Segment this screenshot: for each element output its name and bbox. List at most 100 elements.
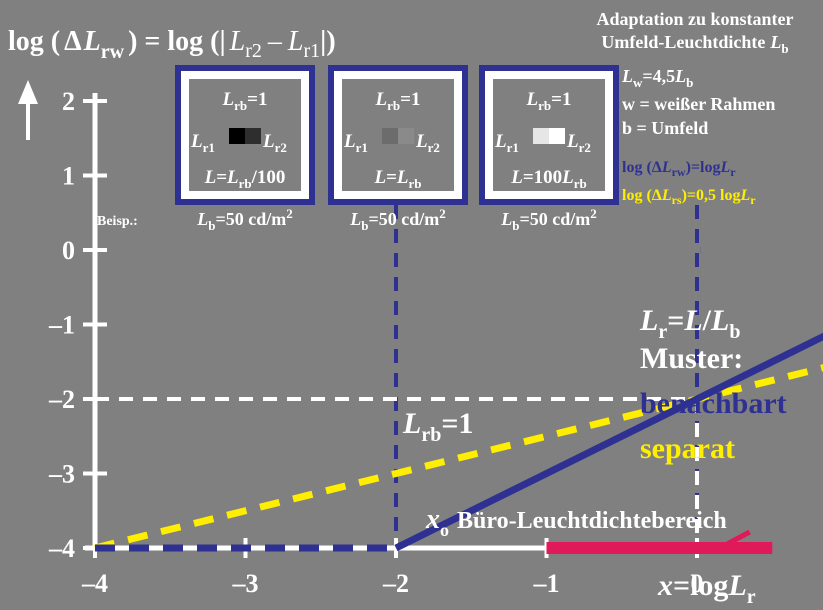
y-tick-label: –1 <box>48 311 75 340</box>
legend-lw-text: =4,5 <box>642 66 675 86</box>
legend-rs-mid: )=0,5 log <box>682 187 741 204</box>
reference-lines <box>95 205 699 548</box>
xaxis-L: L <box>727 569 746 602</box>
lrb-sub: rb <box>421 424 441 446</box>
header-line2-sub: b <box>781 41 788 56</box>
panel-r2-L: L <box>262 131 275 152</box>
legend-rs-sub: rs <box>672 193 682 207</box>
panel-r1-L: L <box>494 131 507 152</box>
y-tick-label: 1 <box>62 162 75 191</box>
legend-lw-sub: w <box>633 75 643 90</box>
panel-patch-r1 <box>229 128 245 144</box>
panel-rb-sub: rb <box>538 98 551 113</box>
lr-sub3: b <box>729 321 740 343</box>
panel-eq-main: = <box>216 167 227 188</box>
header-line2-text: Umfeld-Leuchtdichte <box>601 32 765 52</box>
legend-rw: log (ΔLrw)=logLr <box>622 159 736 179</box>
panel-r2-text: Lr2 <box>415 131 440 155</box>
panel-lb-text: Lb=50 cd/m2 <box>349 206 446 233</box>
lr-slash: / <box>702 304 712 337</box>
legend-lw-L2: L <box>674 66 686 86</box>
panel-r2-sub: r2 <box>275 140 287 155</box>
panel-r1-sub: r1 <box>356 140 368 155</box>
legend-rs-sub2: r <box>750 193 756 207</box>
panel-lb-L: L <box>349 209 361 229</box>
panel-eq-L2: L <box>561 167 574 188</box>
header-line1: Adaptation zu konstanter <box>596 9 793 29</box>
legend-rs: log (ΔLrs)=0,5 logLr <box>622 187 756 207</box>
lr-L: L <box>639 304 658 337</box>
lr-L3: L <box>710 304 729 337</box>
x-tick-label: –4 <box>81 569 108 598</box>
panel-eq-sub: rb <box>409 176 422 191</box>
panel-rb-L: L <box>526 89 539 110</box>
panel-eq-L: L <box>373 167 386 188</box>
panel-lb-sub: b <box>208 218 215 233</box>
panel-lb-L: L <box>196 209 208 229</box>
panel-r1-L: L <box>343 131 356 152</box>
panel-lb-L: L <box>500 209 512 229</box>
legend-rw-pre: log (Δ <box>622 159 662 176</box>
panel-r1-text: Lr1 <box>494 131 519 155</box>
legend-rs-L2: L <box>739 187 750 204</box>
xaxis-x: x <box>657 569 673 602</box>
y-tick-label: –3 <box>48 460 75 489</box>
title: log (ΔLrw) = log (|Lr2–Lr1|) <box>8 26 336 63</box>
separat-label: separat <box>640 432 735 465</box>
panel-rb-sub: rb <box>234 98 247 113</box>
xaxis-eq: =log <box>673 569 728 602</box>
lr-label: Lr=L/Lb <box>639 304 740 343</box>
panel-r2-L: L <box>566 131 579 152</box>
panel-lb-exp: 2 <box>590 206 597 221</box>
benachbart-label: benachbart <box>640 387 787 420</box>
panel-rb-L: L <box>222 89 235 110</box>
x-tick-label: –3 <box>232 569 259 598</box>
panel-rb-text: Lrb=1 <box>375 89 421 113</box>
panel-patch-r2 <box>398 128 414 144</box>
legend-w: w = weißer Rahmen <box>622 94 775 114</box>
panel-eq-tail: /100 <box>251 167 286 188</box>
xaxis-label: x=logLr <box>657 569 756 608</box>
y-tick-label: –4 <box>48 534 75 563</box>
header-line2-L: L <box>769 32 781 52</box>
lrb-val: =1 <box>441 407 473 440</box>
title-log: log ( <box>8 26 60 57</box>
panel-lb-value: =50 cd/m <box>215 209 286 229</box>
panel-eq-main: =100 <box>523 167 562 188</box>
legend-lw-L: L <box>621 66 633 86</box>
panel-rb-val: =1 <box>247 89 267 110</box>
panel-rb-val: =1 <box>551 89 571 110</box>
panel-lb-text: Lb=50 cd/m2 <box>500 206 597 233</box>
legend-rw-sub: rw <box>672 165 686 179</box>
legend-rw-mid: )=log <box>686 159 721 176</box>
panel-lb-sub: b <box>512 218 519 233</box>
legend-rw-sub2: r <box>730 165 736 179</box>
series <box>94 332 823 554</box>
y-tick-label: –2 <box>48 385 75 414</box>
office-sub: o <box>440 520 449 540</box>
beisp-label: Beisp.: <box>97 214 138 229</box>
panel-lb-exp: 2 <box>286 206 293 221</box>
panel-lb-value: =50 cd/m <box>368 209 439 229</box>
panel-r1-sub: r1 <box>507 140 519 155</box>
title-L: L <box>83 26 101 57</box>
office-text: Büro-Leuchtdichtebereich <box>457 508 727 534</box>
panel-r2-sub: r2 <box>579 140 591 155</box>
panel-lb-text: Lb=50 cd/m2 <box>196 206 293 233</box>
panel-r2-L: L <box>415 131 428 152</box>
panel-eq-text: L=Lrb <box>373 167 421 191</box>
up-arrow-icon <box>18 80 38 104</box>
y-tick-label: 0 <box>62 236 75 265</box>
panel-lb-exp: 2 <box>439 206 446 221</box>
panel-patch-r2 <box>549 128 565 144</box>
panel-eq-L: L <box>204 167 217 188</box>
panel-eq-L2: L <box>226 167 239 188</box>
title-minus: – <box>267 26 283 57</box>
x-tick-label: –1 <box>533 569 560 598</box>
title-L2: L <box>229 26 246 57</box>
xaxis-sub: r <box>747 586 756 608</box>
panel-rb-text: Lrb=1 <box>526 89 572 113</box>
